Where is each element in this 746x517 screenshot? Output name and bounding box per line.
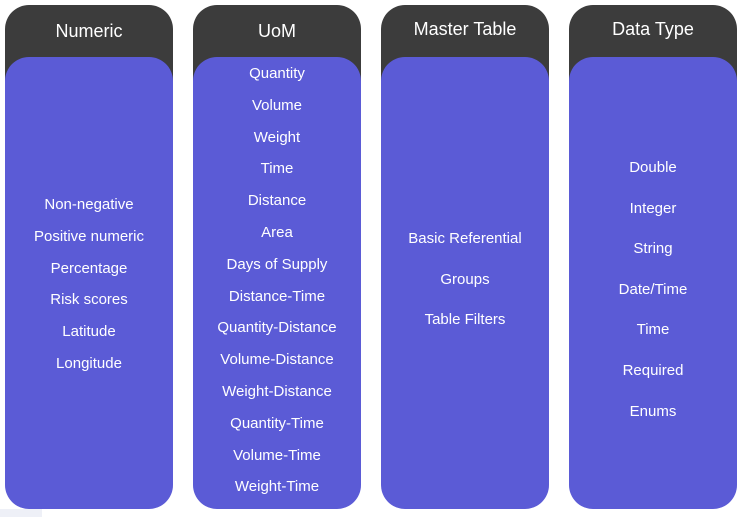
column-master-table: Master Table Basic Referential Groups Ta… <box>381 5 549 509</box>
column-numeric: Numeric Non-negative Positive numeric Pe… <box>5 5 173 509</box>
list-item: Enums <box>629 402 677 420</box>
list-item: String <box>633 240 673 258</box>
list-item: Groups <box>440 270 490 288</box>
column-title: UoM <box>257 21 296 41</box>
list-item: Table Filters <box>424 311 506 328</box>
item-list: Non-negative Positive numeric Percentage… <box>5 189 173 380</box>
list-item: Area <box>261 223 293 241</box>
list-item: Basic Referential <box>408 230 522 247</box>
column-body: Double Integer String Date/Time Time Req… <box>569 57 737 509</box>
list-item: Volume-Time <box>233 446 321 464</box>
list-item: Longitude <box>56 354 122 372</box>
item-list: Basic Referential Groups Table Filters <box>381 219 549 341</box>
list-item: Weight-Time <box>234 478 320 496</box>
list-item: Time <box>636 321 670 339</box>
corner-mark <box>0 509 42 517</box>
column-body: Non-negative Positive numeric Percentage… <box>5 57 173 509</box>
list-item: Weight-Distance <box>222 382 332 400</box>
column-data-type: Data Type Double Integer String Date/Tim… <box>569 5 737 509</box>
list-item: Time <box>260 160 294 178</box>
list-item: Risk scores <box>50 291 128 309</box>
column-title: Master Table <box>413 19 517 39</box>
list-item: Required <box>622 361 684 379</box>
list-item: Integer <box>629 199 677 217</box>
list-item: Volume-Distance <box>220 351 334 369</box>
item-list: Quantity Volume Weight Time Distance Are… <box>193 58 361 503</box>
column-uom: UoM Quantity Volume Weight Time Distance… <box>193 5 361 509</box>
list-item: Latitude <box>62 323 116 341</box>
list-item: Double <box>629 159 677 176</box>
column-body: Basic Referential Groups Table Filters <box>381 57 549 509</box>
list-item: Percentage <box>50 259 128 277</box>
list-item: Quantity <box>249 65 305 82</box>
list-item: Distance <box>247 192 307 210</box>
list-item: Volume <box>251 96 303 114</box>
list-item: Positive numeric <box>33 227 145 245</box>
item-list: Double Integer String Date/Time Time Req… <box>569 148 737 432</box>
column-title: Data Type <box>612 19 694 39</box>
list-item: Quantity-Time <box>230 414 324 432</box>
list-item: Distance-Time <box>228 287 326 305</box>
column-body: Quantity Volume Weight Time Distance Are… <box>193 57 361 509</box>
list-item: Date/Time <box>618 280 688 298</box>
column-title: Numeric <box>55 21 123 41</box>
list-item: Weight <box>253 128 301 146</box>
list-item: Quantity-Distance <box>217 319 337 337</box>
list-item: Non-negative <box>44 196 134 213</box>
list-item: Days of Supply <box>226 255 328 273</box>
